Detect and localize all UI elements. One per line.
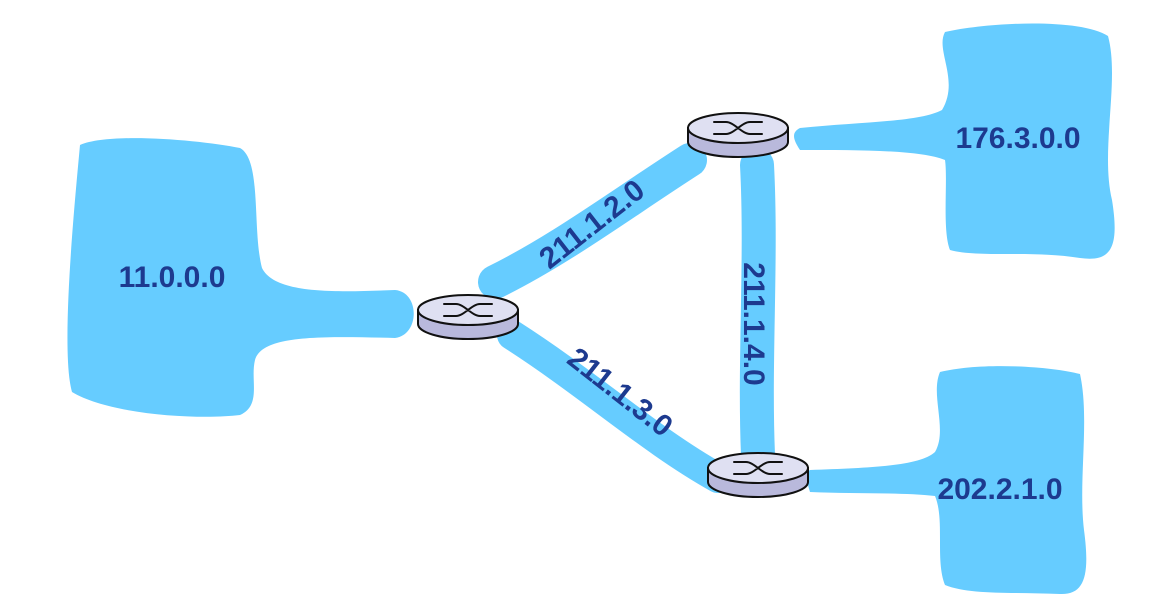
- router-bottom: [707, 452, 809, 498]
- network-label-bottom-right: 202.2.1.0: [937, 473, 1062, 506]
- link-lower: [497, 320, 733, 493]
- network-label-top-right: 176.3.0.0: [955, 122, 1080, 155]
- router-left: [417, 294, 519, 340]
- link-label-right: 211.1.4.0: [737, 262, 770, 385]
- router-arrows-icon: [733, 461, 783, 475]
- router-arrows-icon: [443, 303, 493, 317]
- network-cloud-bottom-right: [807, 366, 1087, 595]
- router-top: [687, 112, 789, 158]
- network-cloud-left: [67, 138, 414, 417]
- link-upper: [478, 143, 707, 299]
- router-arrows-icon: [713, 121, 763, 135]
- network-label-left: 11.0.0.0: [119, 261, 226, 294]
- link-label-upper: 211.1.2.0: [533, 174, 651, 276]
- link-right: [739, 148, 776, 472]
- network-cloud-top-right: [794, 23, 1115, 259]
